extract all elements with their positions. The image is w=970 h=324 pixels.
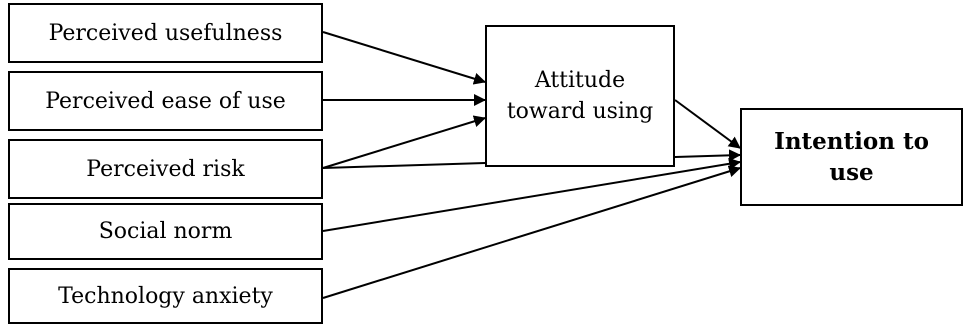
perceived-usefulness-label: Perceived usefulness xyxy=(48,20,283,46)
perceived-ease-of-use-box: Perceived ease of use xyxy=(8,71,323,131)
arrow-attitude-to-intention xyxy=(674,99,741,149)
arrow-usefulness-to-attitude xyxy=(322,31,486,85)
social-norm-label: Social norm xyxy=(98,219,233,244)
perceived-risk-box: Perceived risk xyxy=(8,139,323,199)
intention-to-use-box: Intention to use xyxy=(740,108,963,206)
arrow-anxiety-to-intention xyxy=(322,165,741,299)
perceived-risk-label: Perceived risk xyxy=(86,156,245,182)
social-norm-box: Social norm xyxy=(8,203,323,260)
arrow-social-norm-to-intention xyxy=(322,157,741,232)
arrow-risk-to-attitude xyxy=(322,115,486,169)
attitude-toward-using-label: Attitude toward using xyxy=(506,68,654,124)
technology-anxiety-box: Technology anxiety xyxy=(8,268,323,324)
technology-anxiety-label: Technology anxiety xyxy=(58,283,273,309)
perceived-usefulness-box: Perceived usefulness xyxy=(8,3,323,63)
perceived-ease-of-use-label: Perceived ease of use xyxy=(45,88,286,114)
intention-to-use-label: Intention to use xyxy=(774,128,929,186)
attitude-toward-using-box: Attitude toward using xyxy=(485,25,675,167)
